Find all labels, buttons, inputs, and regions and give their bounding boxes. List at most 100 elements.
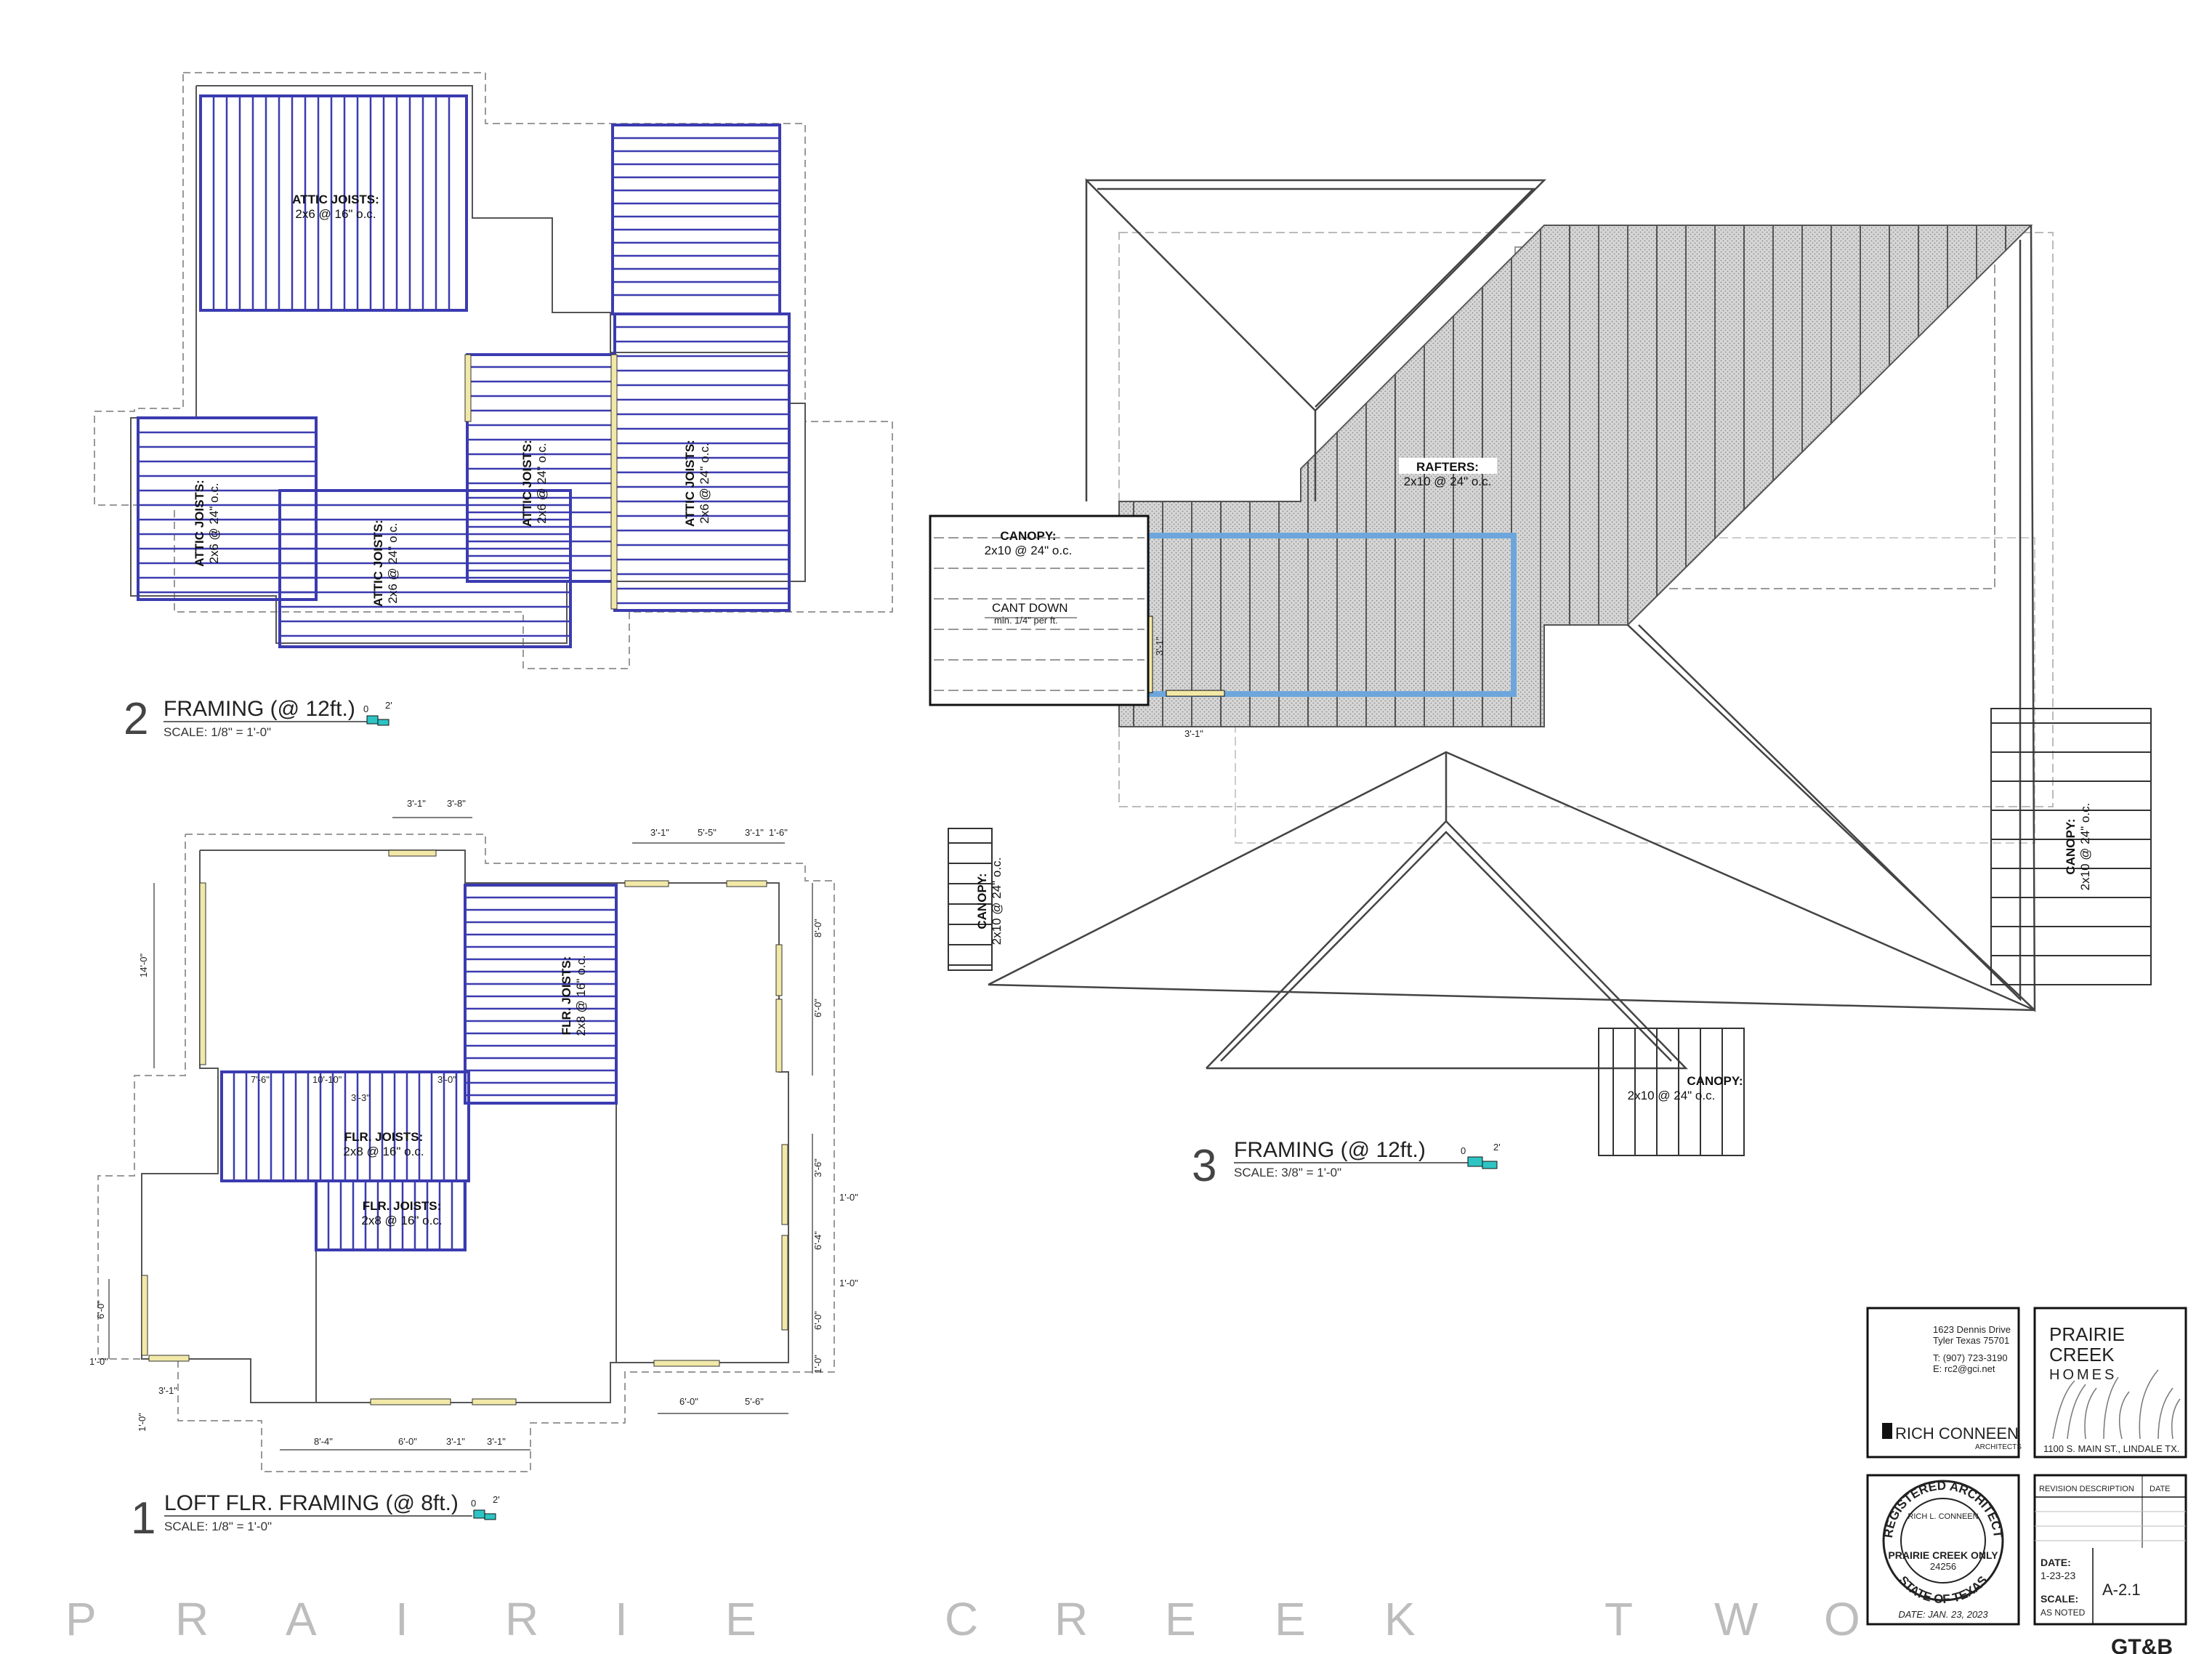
rafters-label-head: RAFTERS:	[1416, 460, 1479, 474]
canopy-left-lower	[948, 828, 993, 971]
rafter-field-shaded	[1118, 225, 2033, 727]
plan-1-loft-framing: FLR. JOISTS: 2x8 @ 16" o.c. FLR. JOISTS:…	[89, 798, 858, 1544]
dim-text: 3'-1"	[407, 798, 426, 809]
joist-field-e	[137, 416, 318, 601]
plan-3-title: FRAMING (@ 12ft.)	[1234, 1138, 1426, 1162]
canopy-label-head: CANOPY:	[2064, 818, 2078, 874]
seal-name: RICH L. CONNEEN	[1908, 1512, 1978, 1521]
dim-text: 1'-0"	[812, 1355, 823, 1373]
dim-text: 3'-1"	[487, 1436, 506, 1447]
beam-header	[464, 354, 472, 422]
plan-2-outline	[94, 72, 893, 669]
dim-text: 3'-8"	[447, 798, 466, 809]
revision-header-date: DATE	[2150, 1485, 2171, 1493]
dim-text: 3'-1"	[745, 827, 764, 838]
canopy-label-spec: 2x10 @ 24" o.c.	[2078, 803, 2092, 891]
plan-3-scale: SCALE: 3/8" = 1'-0"	[1234, 1166, 1341, 1179]
dim-text: 8'-4"	[314, 1436, 333, 1447]
plan-1-scale: SCALE: 1/8" = 1'-0"	[164, 1520, 272, 1533]
grass-illustration	[2052, 1369, 2181, 1440]
window-header	[388, 850, 437, 857]
window-header	[781, 1235, 788, 1331]
dim-text: 3'-1"	[1154, 637, 1165, 655]
window-header	[148, 1355, 190, 1362]
joist-label-spec: 2x6 @ 24" o.c.	[386, 523, 400, 603]
client-line-3: HOMES	[2049, 1367, 2117, 1383]
window-header	[653, 1360, 720, 1367]
seal-overlay: PRAIRIE CREEK ONLY	[1888, 1549, 1998, 1561]
dim-text: 8'-0"	[812, 919, 823, 937]
floor-joist-field-a	[464, 884, 618, 1105]
dim-text: 1'-0"	[839, 1192, 858, 1203]
joist-label-head: ATTIC JOISTS:	[193, 480, 206, 567]
cant-down-label: CANT DOWN	[992, 601, 1068, 615]
window-header	[624, 880, 669, 887]
plan-1-dimensions: 3'-1"3'-8"3'-1"5'-5"3'-1"1'-6"14'-0"8'-0…	[89, 798, 858, 1451]
plan-3-roof-framing: CANOPY: 2x10 @ 24" o.c. CANT DOWN min. 1…	[929, 177, 2152, 1191]
dim-text: 1'-6"	[769, 827, 788, 838]
window-header	[370, 1398, 451, 1405]
scale-label: SCALE:	[2041, 1593, 2078, 1605]
scale-bar-two: 2'	[385, 700, 392, 711]
architect-address-1: 1623 Dennis Drive	[1933, 1324, 2011, 1335]
canopy-right	[1990, 708, 2152, 985]
dim-text: 3'-1"	[650, 827, 669, 838]
dim-text: 1'-0"	[137, 1413, 148, 1432]
dim-text: 3'-1"	[158, 1385, 177, 1396]
scale-bar-zero: 0	[471, 1498, 476, 1509]
joist-label-spec: 2x6 @ 24" o.c.	[207, 483, 221, 563]
plan-1-outline	[97, 834, 835, 1472]
rafters-label-spec: 2x10 @ 24" o.c.	[1404, 475, 1492, 488]
scale-bar-zero: 0	[1461, 1145, 1466, 1156]
scale-value: AS NOTED	[2041, 1607, 2086, 1618]
joist-field-d	[613, 312, 791, 612]
dim-text: 3'-0"	[437, 1074, 456, 1085]
floor-joist-label-spec: 2x8 @ 16" o.c.	[574, 955, 588, 1036]
architect-logo-mark	[1882, 1423, 1892, 1439]
joist-field-b	[611, 124, 781, 315]
window-header	[199, 882, 206, 1065]
canopy-label-head: CANOPY:	[1000, 529, 1056, 543]
canopy-label-spec: 2x10 @ 24" o.c.	[1628, 1089, 1716, 1102]
floor-joist-label-spec: 2x8 @ 16" o.c.	[361, 1214, 442, 1227]
joist-field-c	[466, 353, 616, 583]
revision-header-desc: REVISION DESCRIPTION	[2039, 1485, 2134, 1493]
plan-3-number: 3	[1192, 1141, 1216, 1191]
plan-2-framing: ATTIC JOISTS: 2x6 @ 16" o.c. ATTIC JOIST…	[94, 72, 893, 744]
plan-2-number: 2	[124, 694, 148, 744]
floor-joist-label-head: FLR. JOISTS:	[363, 1199, 442, 1213]
dim-text: 6'-0"	[398, 1436, 417, 1447]
joist-field-f	[278, 489, 572, 648]
dim-text: 7'-6"	[251, 1074, 270, 1085]
canopy-label-spec: 2x10 @ 24" o.c.	[985, 544, 1073, 557]
plan-2-scale: SCALE: 1/8" = 1'-0"	[164, 725, 271, 739]
date-value: 1-23-23	[2041, 1570, 2075, 1581]
floor-joist-label-head: FLR. JOISTS:	[560, 956, 573, 1036]
architect-name: RICH CONNEEN	[1895, 1424, 2019, 1443]
window-header	[781, 1144, 788, 1225]
client-line-1: PRAIRIE	[2049, 1323, 2125, 1345]
dim-text: 6'-4"	[812, 1231, 823, 1250]
dim-text: 1'-0"	[839, 1278, 858, 1288]
dim-text: 10'-10"	[312, 1074, 342, 1085]
floor-joist-label-head: FLR. JOISTS:	[344, 1130, 424, 1144]
canopy-label-head: CANOPY:	[1687, 1074, 1743, 1088]
window-header	[775, 944, 783, 996]
dim-text: 3'-3"	[351, 1092, 370, 1103]
joist-label-head: ATTIC JOISTS:	[292, 193, 379, 206]
dim-text: 5'-5"	[698, 827, 717, 838]
joist-label-spec: 2x6 @ 24" o.c.	[698, 443, 711, 523]
scale-bar-two: 2'	[1493, 1142, 1501, 1153]
joist-label-head: ATTIC JOISTS:	[683, 440, 697, 527]
joist-label-head: ATTIC JOISTS:	[371, 520, 385, 607]
plan-2-walls	[130, 85, 806, 644]
architect-address-2: Tyler Texas 75701	[1933, 1335, 2009, 1346]
joist-label-spec: 2x6 @ 24" o.c.	[535, 443, 549, 523]
seal-number: 24256	[1930, 1561, 1956, 1572]
plan-1-walls	[141, 850, 789, 1403]
scale-bar-two: 2'	[493, 1494, 500, 1505]
joist-label-head: ATTIC JOISTS:	[520, 440, 534, 527]
dim-text: 3'-1"	[1184, 728, 1203, 739]
dim-text: 5'-6"	[745, 1396, 764, 1407]
